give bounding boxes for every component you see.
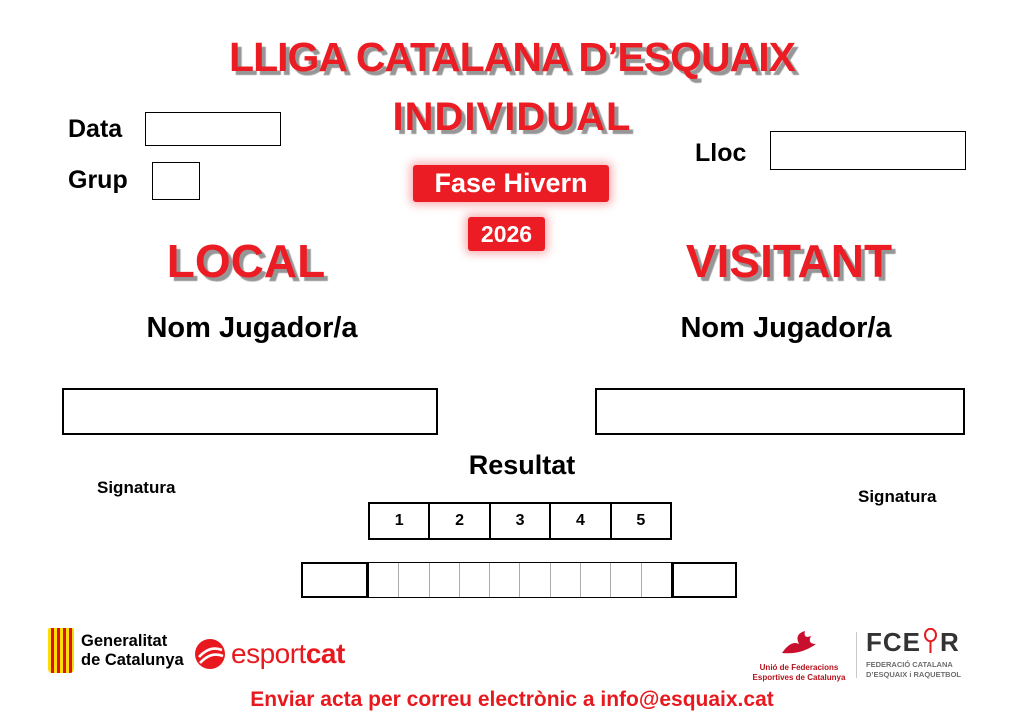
lloc-input[interactable] xyxy=(770,131,966,170)
esportcat-text-part1: esport xyxy=(231,638,306,669)
unio-text-line2: Esportives de Catalunya xyxy=(752,673,846,682)
score-cell[interactable] xyxy=(430,563,460,597)
fcer-letters-right: R xyxy=(940,627,960,657)
phase-banner: Fase Hivern xyxy=(413,165,609,202)
visitant-heading: VISITANT xyxy=(685,235,893,287)
score-cell[interactable] xyxy=(460,563,491,597)
fcer-racquet-icon xyxy=(923,628,938,655)
visitant-signature-label: Signatura xyxy=(858,487,937,506)
footer-divider xyxy=(856,632,857,678)
score-cell[interactable] xyxy=(611,563,642,597)
visitant-total-cell[interactable] xyxy=(672,562,737,598)
game-number-1: 1 xyxy=(370,504,431,538)
data-label: Data xyxy=(68,115,123,143)
grup-label: Grup xyxy=(68,166,128,194)
score-cell[interactable] xyxy=(551,563,582,597)
game-number-3: 3 xyxy=(491,504,552,538)
score-cell[interactable] xyxy=(369,563,400,597)
data-input[interactable] xyxy=(145,112,281,146)
result-heading: Resultat xyxy=(468,450,576,480)
local-signature-label: Signatura xyxy=(97,478,176,497)
score-cell[interactable] xyxy=(490,563,521,597)
game-number-2: 2 xyxy=(430,504,491,538)
senyera-icon xyxy=(48,628,74,673)
game-number-4: 4 xyxy=(551,504,612,538)
generalitat-name-line2: de Catalunya xyxy=(81,650,184,669)
esportcat-icon xyxy=(194,638,226,670)
score-cell[interactable] xyxy=(399,563,430,597)
year-banner: 2026 xyxy=(468,217,545,251)
local-total-cell[interactable] xyxy=(301,562,368,598)
fcer-text-line2: D’ESQUAIX i RAQUETBOL xyxy=(866,669,962,679)
esportcat-logo: esportcat xyxy=(194,638,345,670)
local-player-input[interactable] xyxy=(62,388,438,435)
esportcat-text-part2: cat xyxy=(305,638,345,669)
unio-bird-icon xyxy=(779,631,819,659)
game-number-row: 1 2 3 4 5 xyxy=(368,502,672,540)
fcer-logo: FCE R FEDERACIÓ CATALANA D’ESQUAIX i RAQ… xyxy=(866,628,984,679)
score-cell[interactable] xyxy=(642,563,671,597)
unio-text-line1: Unió de Federacions xyxy=(759,663,839,672)
game-score-strip xyxy=(368,562,672,598)
local-player-label: Nom Jugador/a xyxy=(146,312,358,344)
local-heading: LOCAL xyxy=(166,235,326,287)
score-cell[interactable] xyxy=(581,563,612,597)
email-note: Enviar acta per correu electrònic a info… xyxy=(250,688,774,711)
lloc-label: Lloc xyxy=(695,139,747,167)
grup-input[interactable] xyxy=(152,162,200,200)
generalitat-name-line1: Generalitat xyxy=(81,631,168,650)
generalitat-logo: Generalitat de Catalunya xyxy=(48,628,184,673)
fcer-text-line1: FEDERACIÓ CATALANA xyxy=(866,660,953,669)
individual-subtitle: INDIVIDUAL xyxy=(392,95,632,139)
visitant-player-input[interactable] xyxy=(595,388,965,435)
score-cell[interactable] xyxy=(520,563,551,597)
game-number-5: 5 xyxy=(636,512,646,529)
fcer-letters-left: FCE xyxy=(866,627,921,657)
visitant-player-label: Nom Jugador/a xyxy=(680,312,892,344)
league-title: LLIGA CATALANA D’ESQUAIX xyxy=(229,34,796,80)
unio-logo: Unió de Federacions Esportives de Catalu… xyxy=(744,629,854,683)
